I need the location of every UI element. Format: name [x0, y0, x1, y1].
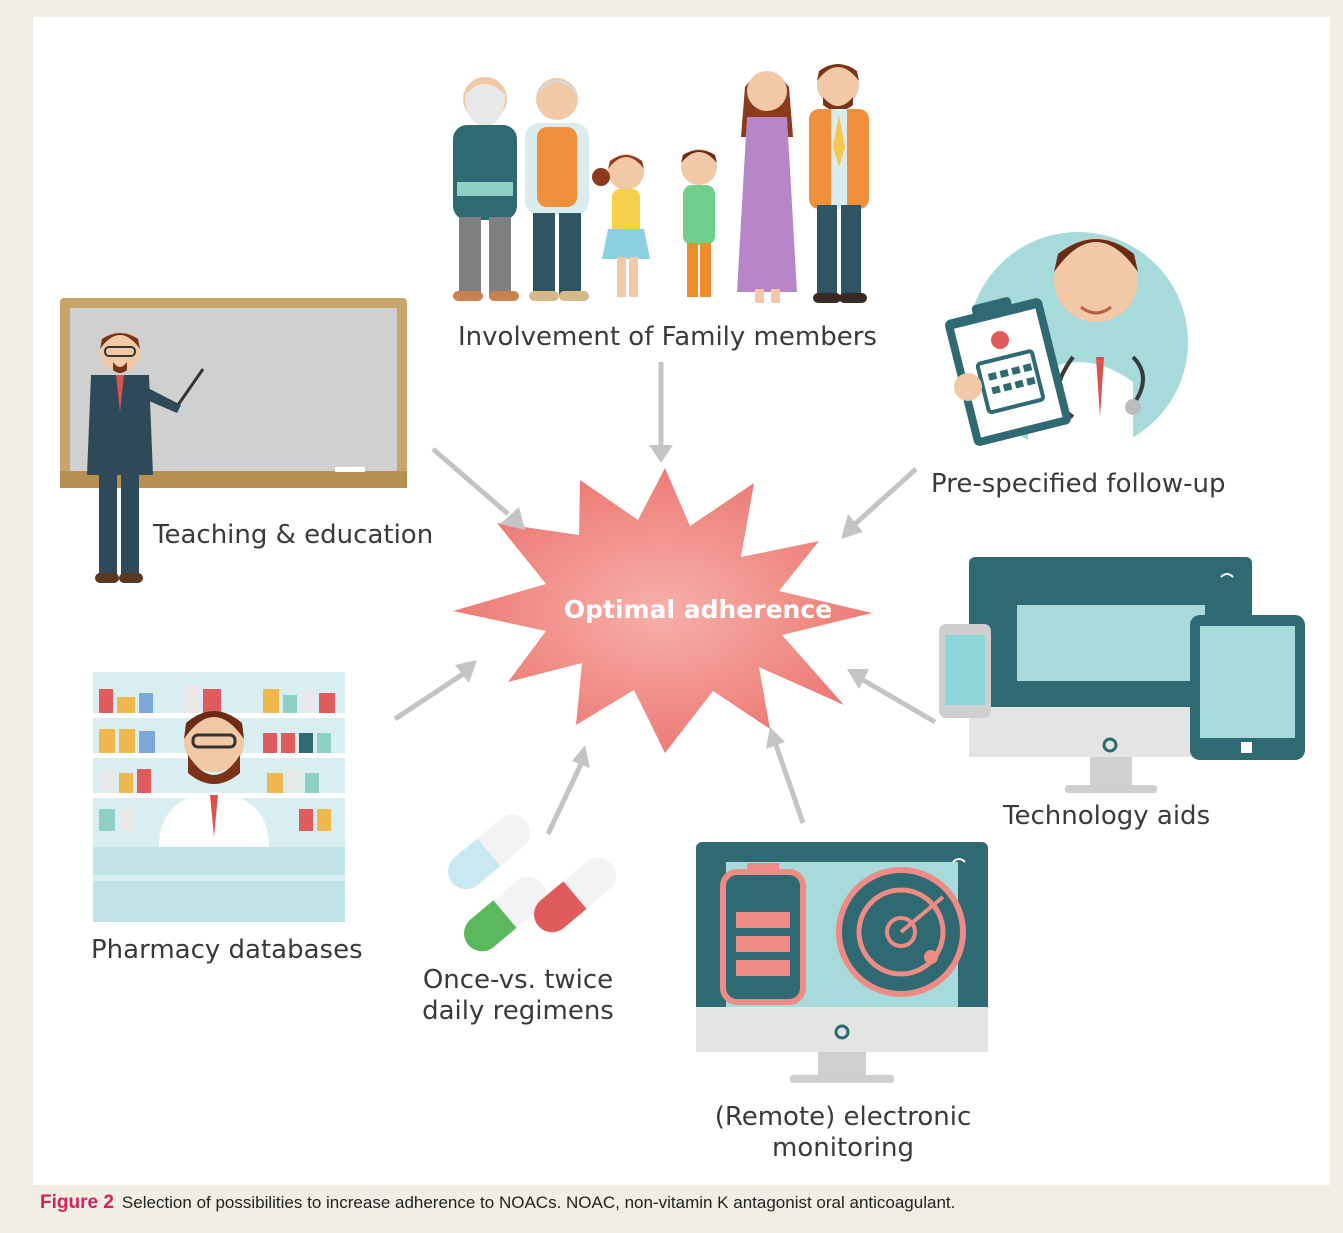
- clipboard-icon: [945, 297, 1071, 446]
- technology-label: Technology aids: [1003, 801, 1211, 831]
- technology-illustration: [939, 557, 1305, 793]
- figure-caption: Figure 2 Selection of possibilities to in…: [40, 1192, 1330, 1214]
- medicine-boxes: [99, 685, 335, 831]
- radar-icon: [836, 867, 966, 997]
- regimens-label: Once-vs. twice daily regimens: [408, 965, 628, 1027]
- remote-label-line1: (Remote) electronic: [714, 1102, 972, 1132]
- figure-panel: Involvement of Family members Teaching &…: [33, 17, 1330, 1185]
- arrowhead-teaching: [500, 507, 525, 530]
- teaching-label: Teaching & education: [153, 520, 434, 550]
- pills-illustration: [448, 814, 616, 952]
- pharmacist-figure: [159, 711, 269, 847]
- remote-label-line2: monitoring: [772, 1133, 914, 1163]
- grandmother-figure: [525, 78, 589, 301]
- doctor-head: [1054, 238, 1138, 322]
- pill-green: [464, 876, 546, 952]
- regimens-label-line1: Once-vs. twice: [422, 965, 614, 995]
- arrowhead-followup: [841, 514, 863, 539]
- caption-text: Selection of possibilities to increase a…: [121, 1193, 956, 1212]
- arrow-pharmacy: [393, 671, 465, 722]
- arrow-technology: [861, 677, 937, 725]
- arrowhead-regimens: [572, 745, 590, 768]
- arrowhead-pharmacy: [455, 660, 477, 683]
- pill-blue: [448, 814, 530, 890]
- girl-figure: [592, 154, 650, 297]
- family-label: Involvement of Family members: [458, 322, 877, 352]
- figure-number: Figure 2: [40, 1192, 114, 1213]
- center-label: Optimal adherence: [563, 595, 833, 624]
- arrow-teaching: [431, 447, 510, 516]
- arrow-remote: [773, 744, 806, 824]
- boy-figure: [681, 149, 717, 297]
- adherence-star: [453, 468, 872, 753]
- grandfather-figure: [453, 77, 519, 301]
- arrowhead-technology: [847, 669, 869, 689]
- arrows: [393, 362, 937, 836]
- arrow-followup: [853, 467, 918, 526]
- wifi-icon: [952, 858, 966, 863]
- remote-monitoring-illustration: [696, 842, 988, 1083]
- pharmacy-illustration: [93, 672, 345, 922]
- diagram-canvas: [60, 64, 1305, 1083]
- pharmacy-label: Pharmacy databases: [91, 935, 363, 965]
- family-illustration: [453, 64, 869, 303]
- wifi-icon: [1220, 573, 1234, 578]
- pointer-stick: [176, 368, 205, 406]
- arrowhead-family: [649, 445, 673, 463]
- arrowhead-remote: [766, 727, 785, 749]
- pharmacy-counter: [93, 847, 345, 922]
- pill-red: [534, 857, 616, 933]
- arrow-regimens: [545, 762, 584, 836]
- followup-label: Pre-specified follow-up: [931, 469, 1226, 499]
- father-figure: [809, 64, 869, 303]
- mother-figure: [737, 71, 797, 303]
- teacher-figure: [87, 332, 181, 583]
- followup-illustration: [945, 232, 1188, 452]
- regimens-label-line2: daily regimens: [422, 996, 614, 1026]
- remote-label: (Remote) electronic monitoring: [693, 1102, 993, 1164]
- teaching-illustration: [60, 298, 407, 583]
